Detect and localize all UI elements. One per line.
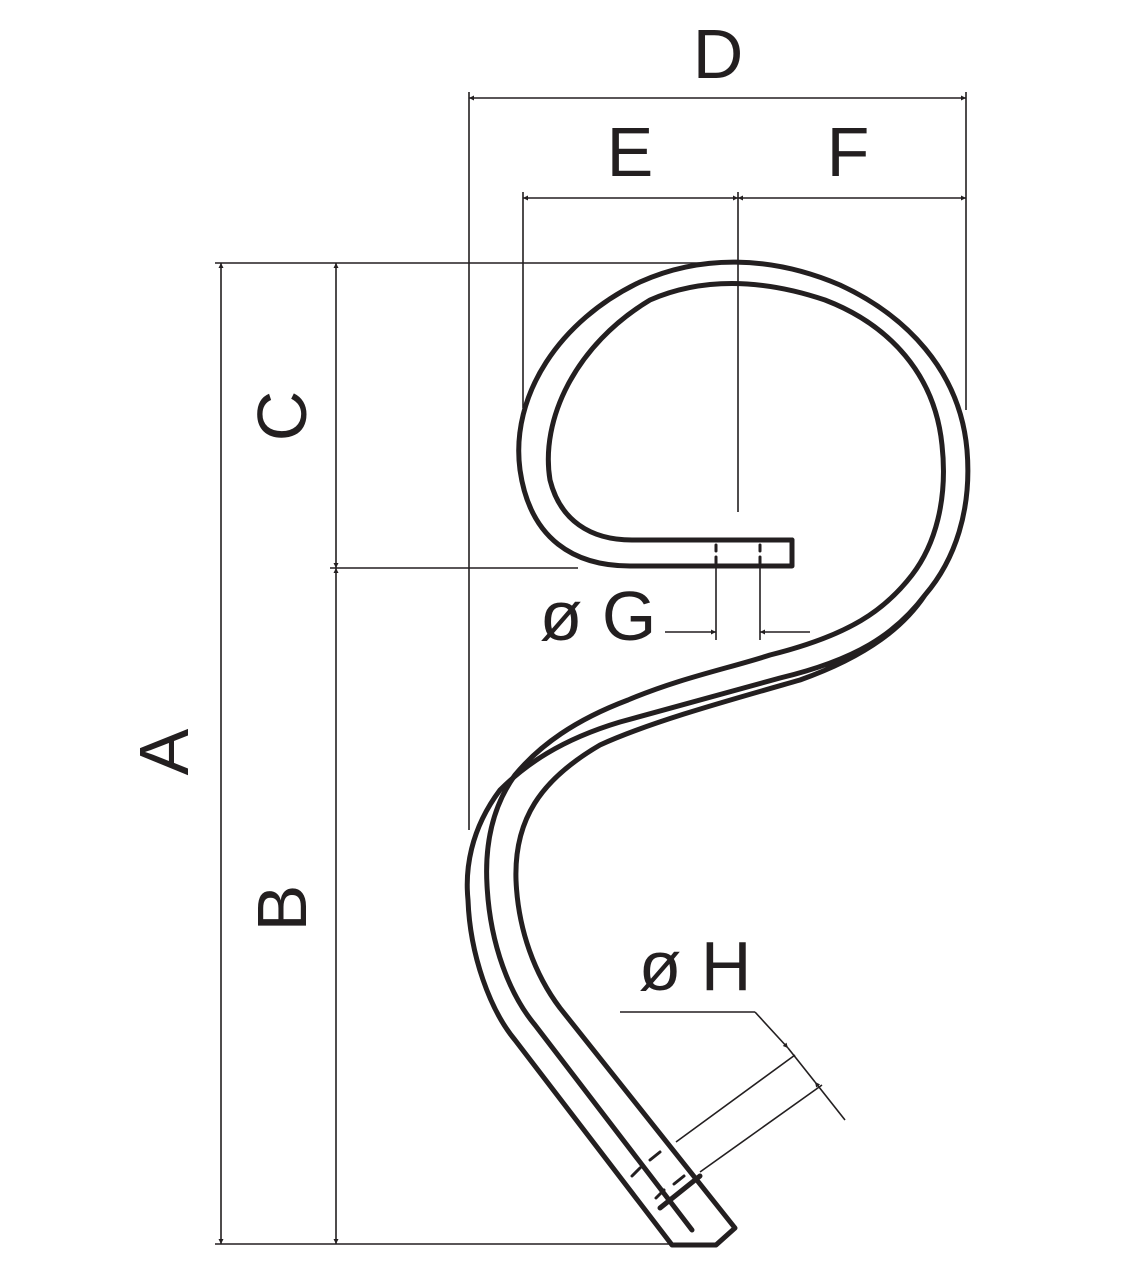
label-h: ø H — [639, 927, 752, 1005]
label-a: A — [125, 728, 203, 775]
dimension-h: ø H — [620, 927, 846, 1173]
tine-inner-contour — [484, 281, 946, 1233]
label-e: E — [607, 113, 654, 191]
dimension-d: D — [468, 15, 967, 830]
dimension-a-b-c: A C B — [125, 262, 740, 1245]
label-c: C — [243, 391, 321, 442]
label-b: B — [243, 885, 321, 932]
label-f: F — [827, 113, 870, 191]
label-d: D — [693, 15, 744, 93]
tine-outer-contour — [464, 259, 971, 1248]
dimension-e-f: E F — [522, 113, 966, 512]
dimension-g: ø G — [540, 566, 810, 655]
hole-marks-g — [714, 543, 762, 565]
label-g: ø G — [540, 577, 657, 655]
hole-marks-h — [630, 1150, 686, 1200]
tine-tip-edge — [657, 1173, 703, 1211]
spring-tine-outline — [464, 259, 971, 1248]
